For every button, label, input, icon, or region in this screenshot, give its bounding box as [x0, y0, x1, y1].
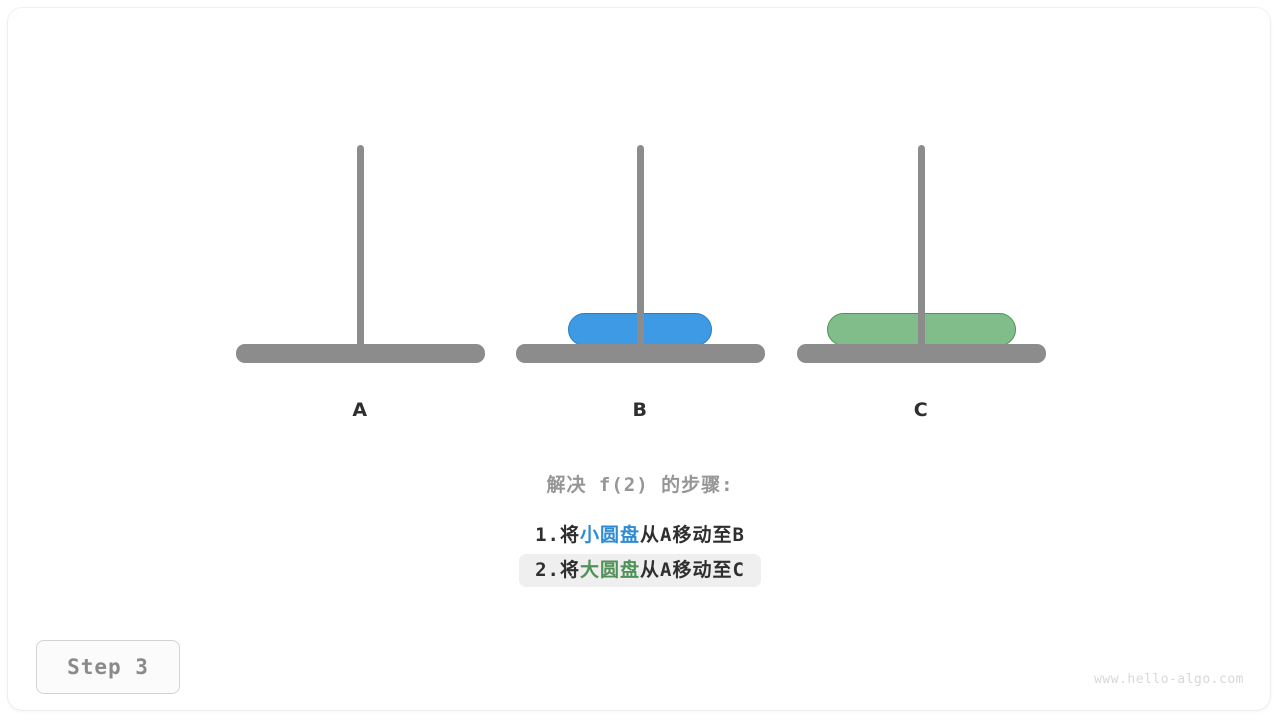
step-2-move-word: 移动至: [672, 559, 733, 581]
step-1-index: 1.: [535, 524, 560, 546]
step-1-disk: 小圆盘: [579, 524, 640, 546]
step-1-move-word: 移动至: [672, 524, 733, 546]
step-2-verb: 将: [559, 559, 580, 581]
step-1-from-word: 从: [639, 524, 660, 546]
peg-a: A: [235, 140, 485, 430]
step-row-1: 1.将小圆盘从A移动至B: [0, 519, 1280, 554]
peg-c-label: C: [913, 399, 929, 421]
step-1-to-peg: B: [732, 524, 745, 546]
step-badge: Step 3: [36, 640, 180, 694]
peg-c-base: [796, 344, 1046, 363]
peg-b-rod: [636, 145, 644, 355]
peg-c-rod: [917, 145, 925, 355]
caption-block: 解决 f(2) 的步骤: 1.将小圆盘从A移动至B 2.将大圆盘从A移动至C: [0, 470, 1280, 589]
peg-a-base: [235, 344, 485, 363]
step-line-1: 1.将小圆盘从A移动至B: [519, 519, 761, 552]
step-2-from-peg: A: [660, 559, 673, 581]
peg-a-label: A: [352, 399, 368, 421]
step-2-from-word: 从: [639, 559, 660, 581]
peg-a-rod: [356, 145, 364, 355]
step-2-disk: 大圆盘: [579, 559, 640, 581]
peg-b-base: [515, 344, 765, 363]
peg-c: C: [796, 140, 1046, 430]
step-1-verb: 将: [559, 524, 580, 546]
step-badge-label: Step 3: [67, 655, 149, 679]
step-row-2: 2.将大圆盘从A移动至C: [0, 554, 1280, 589]
caption-title: 解决 f(2) 的步骤:: [546, 474, 734, 496]
watermark: www.hello-algo.com: [1094, 672, 1244, 687]
peg-b-label: B: [632, 399, 648, 421]
step-2-index: 2.: [535, 559, 560, 581]
step-line-2: 2.将大圆盘从A移动至C: [519, 554, 761, 587]
peg-b: B: [515, 140, 765, 430]
step-1-from-peg: A: [660, 524, 673, 546]
step-2-to-peg: C: [732, 559, 745, 581]
